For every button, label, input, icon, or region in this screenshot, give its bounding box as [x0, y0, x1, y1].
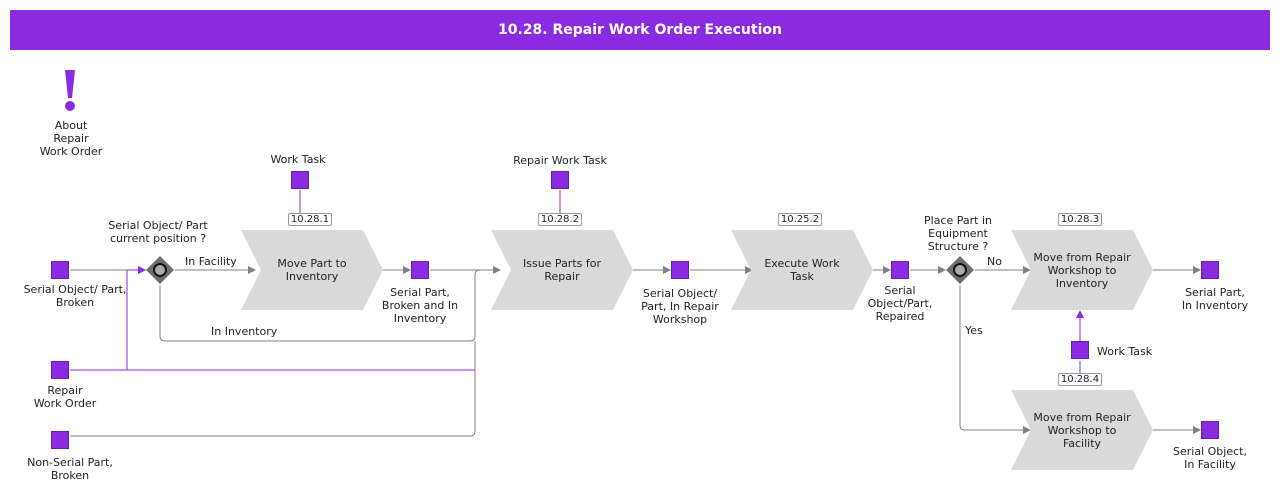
object-label: Non-Serial Part, Broken: [27, 456, 113, 482]
object-nonserial-broken[interactable]: [51, 431, 69, 449]
object-label: Work Task: [270, 153, 326, 166]
object-label: Serial Part, In Inventory: [1181, 286, 1249, 312]
flow-label-yes: Yes: [965, 324, 983, 337]
object-work-task-1[interactable]: [291, 171, 309, 189]
object-serial-in-workshop[interactable]: [671, 261, 689, 279]
gateway-1[interactable]: [146, 256, 174, 284]
object-label: Serial Object/Part, Repaired: [867, 284, 933, 323]
ref-tag[interactable]: 10.28.3: [1058, 213, 1102, 226]
flow-label-in-facility: In Facility: [185, 255, 237, 268]
activity-label: Move Part to Inventory: [277, 257, 347, 283]
gateway-1-question: Serial Object/ Part current position ?: [108, 219, 208, 245]
exclamation-icon[interactable]: [60, 68, 80, 112]
activity-label: Move from Repair Workshop to Inventory: [1033, 250, 1131, 290]
object-label: Repair Work Order: [33, 384, 97, 410]
ref-tag[interactable]: 10.28.2: [538, 213, 582, 226]
object-serial-in-facility[interactable]: [1201, 421, 1219, 439]
object-serial-broken[interactable]: [51, 261, 69, 279]
object-repair-work-order[interactable]: [51, 361, 69, 379]
activity-move-part-to-inventory[interactable]: Move Part to Inventory: [241, 230, 383, 310]
activity-label: Execute Work Task: [764, 257, 840, 283]
object-label: Serial Object, In Facility: [1173, 445, 1247, 471]
activity-label: Move from Repair Workshop to Facility: [1033, 410, 1131, 450]
gateway-2-question: Place Part in Equipment Structure ?: [924, 214, 992, 253]
activity-label: Issue Parts for Repair: [522, 257, 601, 283]
activity-move-to-inventory[interactable]: Move from Repair Workshop to Inventory: [1011, 230, 1153, 310]
ref-tag[interactable]: 10.28.4: [1058, 373, 1102, 386]
object-serial-broken-inventory[interactable]: [411, 261, 429, 279]
object-label: Repair Work Task: [513, 154, 607, 167]
object-serial-repaired[interactable]: [891, 261, 909, 279]
object-label: Serial Object/ Part, Broken: [23, 283, 127, 309]
ref-tag[interactable]: 10.28.1: [288, 213, 332, 226]
activity-execute-work-task[interactable]: Execute Work Task: [731, 230, 873, 310]
flow-label-no: No: [987, 255, 1002, 268]
object-label: Serial Part, Broken and In Inventory: [381, 286, 459, 325]
page-title: 10.28. Repair Work Order Execution: [10, 10, 1270, 50]
object-label: Serial Object/ Part, In Repair Workshop: [641, 287, 719, 326]
object-label: Work Task: [1097, 345, 1153, 358]
object-repair-work-task[interactable]: [551, 171, 569, 189]
object-serial-in-inventory[interactable]: [1201, 261, 1219, 279]
gateway-2[interactable]: [946, 256, 974, 284]
about-label: About Repair Work Order: [39, 119, 103, 158]
ref-tag[interactable]: 10.25.2: [778, 213, 822, 226]
activity-issue-parts-for-repair[interactable]: Issue Parts for Repair: [491, 230, 633, 310]
activity-move-to-facility[interactable]: Move from Repair Workshop to Facility: [1011, 390, 1153, 470]
flow-label-in-inventory: In Inventory: [211, 325, 278, 338]
object-work-task-2[interactable]: [1071, 341, 1089, 359]
